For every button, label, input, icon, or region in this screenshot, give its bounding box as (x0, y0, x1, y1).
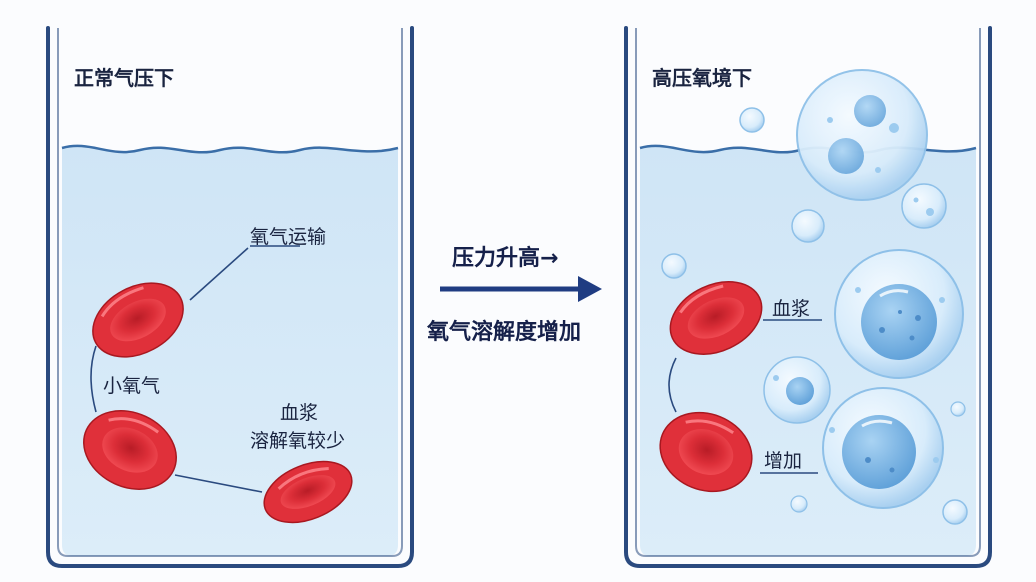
center-label-pressure-rise: 压力升高→ (452, 246, 559, 271)
right-container-outline (624, 26, 992, 568)
right-panel-title: 高压氧境下 (652, 66, 752, 90)
bubble-small (739, 107, 765, 133)
left-container-outline (46, 26, 414, 568)
center-arrow (440, 276, 602, 302)
label-oxygen-transport: 氧气运输 (250, 226, 327, 248)
bubble-medium-right (901, 183, 947, 229)
bubble-medium-center (763, 356, 831, 424)
bubble-large-top (796, 69, 928, 201)
right-bubbles (661, 69, 968, 525)
bubble-small (661, 253, 687, 279)
label-plasma-left: 血浆 (280, 402, 319, 424)
label-small-oxygen: 小氧气 (103, 375, 161, 397)
right-rbc-2 (659, 411, 753, 493)
label-plasma-right: 血浆 (772, 298, 811, 320)
bubble-large-middle (834, 249, 964, 379)
label-increase: 增加 (764, 450, 803, 472)
left-rbc-2 (83, 410, 177, 490)
left-rbc-3 (263, 460, 353, 524)
bubble-small (791, 209, 825, 243)
bubble-large-bottom (822, 387, 944, 509)
left-rbc-1 (92, 282, 184, 358)
left-water-surface (61, 144, 399, 154)
left-panel-title: 正常气压下 (74, 66, 174, 90)
center-label-solubility-increase: 氧气溶解度增加 (427, 320, 582, 345)
left-connector-lines (90, 245, 300, 493)
right-rbc-1 (669, 281, 763, 355)
bubble-small (942, 499, 968, 525)
label-less-dissolved-oxygen: 溶解氧较少 (250, 430, 346, 452)
bubble-small (790, 495, 808, 513)
right-connector-lines (668, 319, 822, 474)
bubble-small (950, 401, 966, 417)
